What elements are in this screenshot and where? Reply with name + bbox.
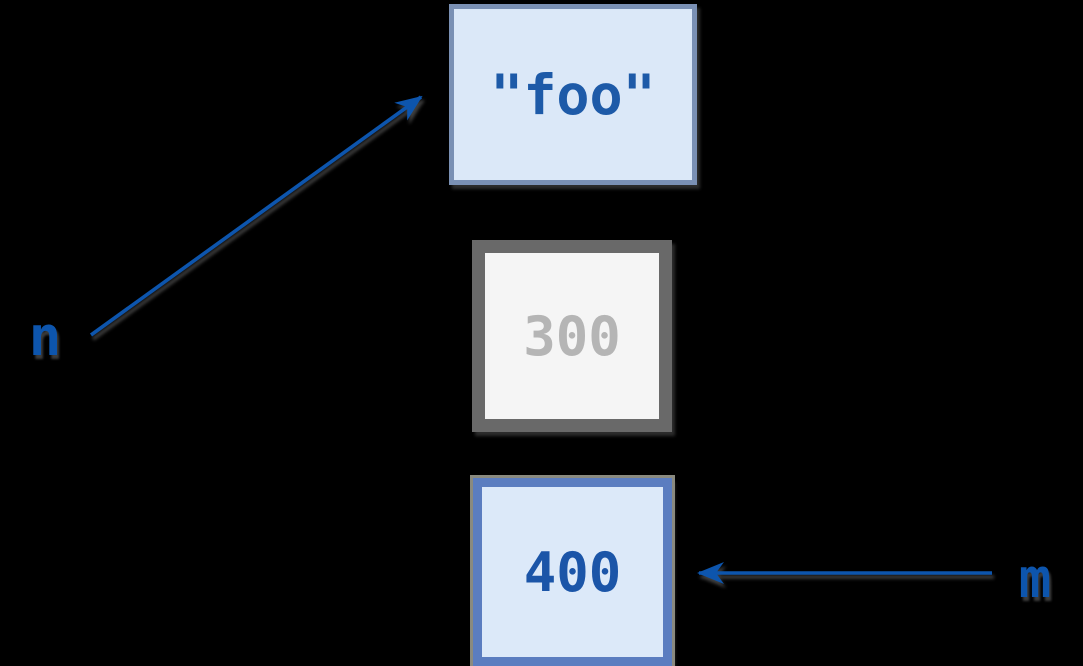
object-box-300: 300 (472, 240, 672, 432)
variable-label-m: m (1018, 546, 1052, 610)
arrow-n-to-foo (89, 95, 423, 337)
object-box-foo: "foo" (449, 4, 697, 185)
object-value-400: 400 (523, 540, 622, 604)
object-value-foo: "foo" (490, 62, 656, 127)
object-value-300: 300 (523, 304, 621, 368)
variable-label-n: n (28, 304, 62, 368)
object-box-400: 400 (473, 478, 672, 666)
